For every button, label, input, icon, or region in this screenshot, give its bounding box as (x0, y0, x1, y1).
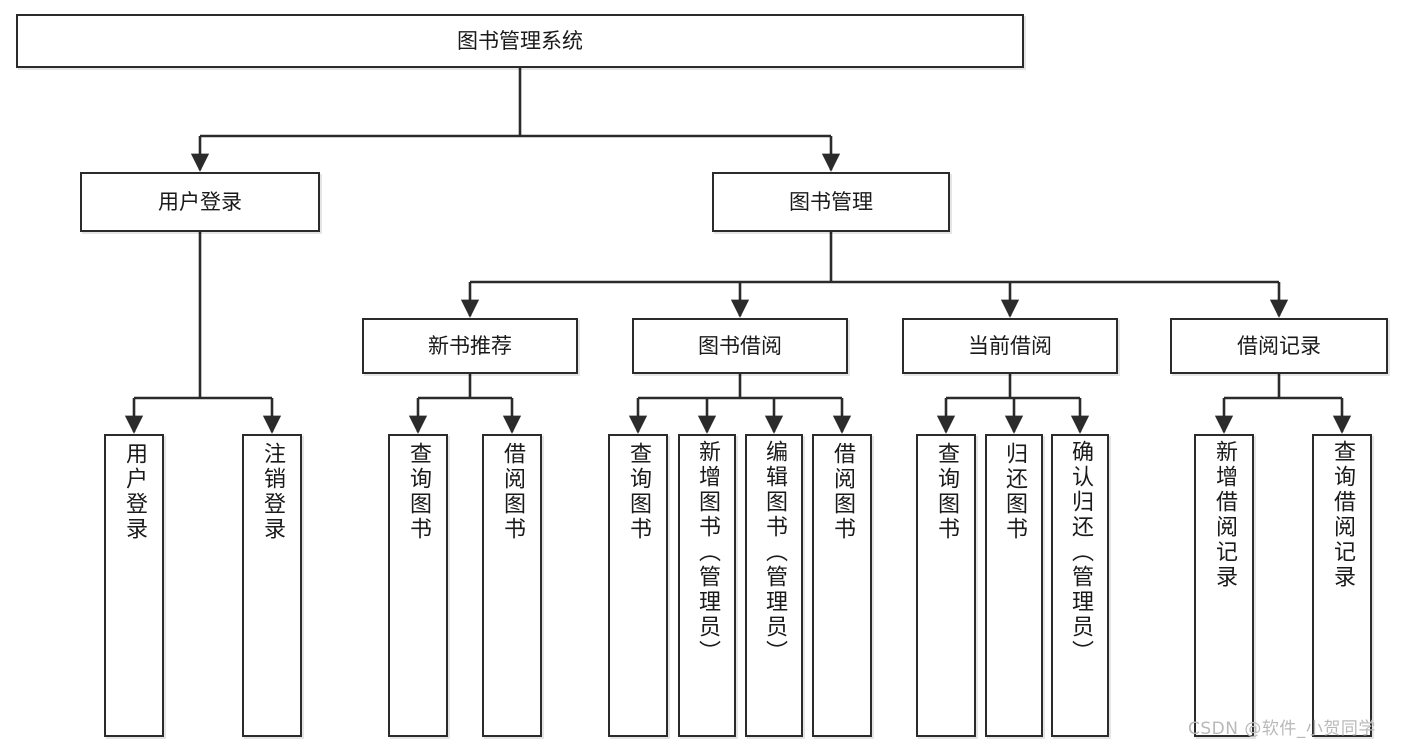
node-label: 用户登录 (158, 189, 242, 214)
node-label: 当前借阅 (968, 333, 1052, 358)
node-leaf-query-2: 查询图书 (608, 434, 668, 737)
node-leaf-query-1: 查询图书 (388, 434, 448, 737)
node-leaf-return: 归还图书 (985, 434, 1043, 737)
node-borrow-record: 借阅记录 (1170, 318, 1388, 374)
node-root: 图书管理系统 (16, 14, 1024, 68)
node-label: 查询图书 (626, 442, 651, 542)
node-label: 确认归还（管理员） (1068, 440, 1093, 665)
watermark: CSDN @软件_小贺同学 (1188, 719, 1376, 739)
node-label: 新增借阅记录 (1212, 440, 1237, 590)
node-label: 新增图书（管理员） (695, 440, 720, 665)
node-label: 图书借阅 (698, 333, 782, 358)
node-leaf-query-rec: 查询借阅记录 (1312, 434, 1372, 737)
node-leaf-user-login: 用户登录 (104, 434, 164, 737)
node-leaf-borrow-2: 借阅图书 (812, 434, 872, 737)
node-leaf-add-book: 新增图书（管理员） (678, 434, 736, 737)
node-new-book-rec: 新书推荐 (362, 318, 578, 374)
node-leaf-query-3: 查询图书 (916, 434, 976, 737)
node-user-login: 用户登录 (80, 172, 320, 232)
node-label: 归还图书 (1002, 442, 1027, 542)
node-leaf-add-rec: 新增借阅记录 (1194, 434, 1254, 737)
node-label: 注销登录 (260, 442, 285, 542)
node-book-manage: 图书管理 (712, 172, 950, 232)
node-current-borrow: 当前借阅 (902, 318, 1118, 374)
node-label: 借阅图书 (500, 442, 525, 542)
node-label: 借阅图书 (830, 442, 855, 542)
node-label: 查询图书 (934, 442, 959, 542)
node-label: 编辑图书（管理员） (762, 440, 787, 665)
node-leaf-borrow-1: 借阅图书 (482, 434, 542, 737)
node-label: 图书管理 (789, 189, 873, 214)
node-label: 查询借阅记录 (1330, 440, 1355, 590)
node-leaf-logout: 注销登录 (242, 434, 302, 737)
node-label: 新书推荐 (428, 333, 512, 358)
node-book-borrow: 图书借阅 (632, 318, 848, 374)
node-label: 查询图书 (406, 442, 431, 542)
node-leaf-edit-book: 编辑图书（管理员） (745, 434, 803, 737)
node-label: 借阅记录 (1237, 333, 1321, 358)
node-label: 图书管理系统 (457, 28, 583, 53)
node-label: 用户登录 (122, 442, 147, 542)
node-leaf-confirm: 确认归还（管理员） (1051, 434, 1109, 737)
